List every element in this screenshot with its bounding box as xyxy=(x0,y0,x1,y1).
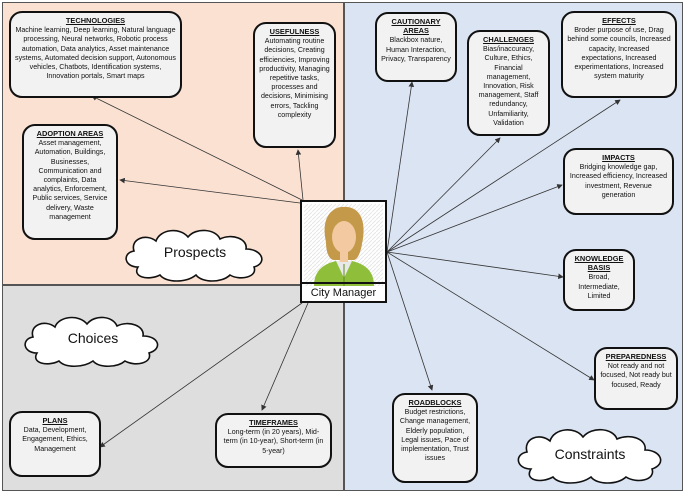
knowledge-basis-body: Broad, Intermediate, Limited xyxy=(578,273,620,300)
link-preparedness xyxy=(386,251,595,381)
plans-box: PLANS Data, Development, Engagement, Eth… xyxy=(9,411,101,477)
knowledge-basis-title: KNOWLEDGE BASIS xyxy=(574,254,624,273)
link-knowledge xyxy=(386,251,564,280)
link-cautionary xyxy=(386,81,415,253)
technologies-box: TECHNOLOGIES Machine learning, Deep lear… xyxy=(9,11,182,98)
link-timeframes xyxy=(261,302,309,411)
technologies-body: Machine learning, Deep learning, Natural… xyxy=(15,26,176,81)
city-manager-label: City Manager xyxy=(310,287,377,299)
link-usefulness xyxy=(295,149,304,201)
knowledge-basis-box: KNOWLEDGE BASIS Broad, Intermediate, Lim… xyxy=(563,249,635,311)
adoption-areas-body: Asset management, Automation, Buildings,… xyxy=(32,139,108,221)
preparedness-box: PREPAREDNESS Not ready and not focused, … xyxy=(594,347,678,410)
choices-cloud-icon xyxy=(24,316,159,368)
preparedness-body: Not ready and not focused, Not ready but… xyxy=(600,362,672,389)
cautionary-areas-title: CAUTIONARY AREAS xyxy=(391,17,441,36)
link-plans xyxy=(99,302,303,448)
constraints-label: Constraints xyxy=(554,446,626,462)
adoption-areas-box: ADOPTION AREAS Asset management, Automat… xyxy=(22,124,118,240)
challenges-title: CHALLENGES xyxy=(483,35,534,44)
cautionary-areas-box: CAUTIONARY AREAS Blackbox nature, Human … xyxy=(375,12,457,82)
roadblocks-body: Budget restrictions, Change management, … xyxy=(399,408,471,463)
challenges-body: Bias/inaccuracy, Culture, Ethics, Financ… xyxy=(478,45,539,127)
prospects-cloud-icon xyxy=(125,229,263,282)
impacts-box: IMPACTS Bridging knowledge gap, Increase… xyxy=(563,148,674,215)
city-manager-node: City Manager xyxy=(300,200,387,303)
impacts-title: IMPACTS xyxy=(602,153,635,162)
prospects-label: Prospects xyxy=(163,244,227,260)
link-roadblocks xyxy=(386,251,434,391)
effects-body: Broder purpose of use, Drag behind some … xyxy=(567,26,671,81)
effects-title: EFFECTS xyxy=(602,16,636,25)
usefulness-title: USEFULNESS xyxy=(269,27,320,36)
usefulness-box: USEFULNESS Automating routine decisions,… xyxy=(253,22,336,148)
challenges-box: CHALLENGES Bias/inaccuracy, Culture, Eth… xyxy=(467,30,550,136)
link-technologies xyxy=(91,95,303,201)
city-manager-avatar-icon xyxy=(304,204,383,286)
plans-title: PLANS xyxy=(42,416,68,425)
city-manager-separator xyxy=(302,282,385,284)
roadblocks-title: ROADBLOCKS xyxy=(408,398,462,407)
preparedness-title: PREPAREDNESS xyxy=(605,352,667,361)
choices-label: Choices xyxy=(67,330,119,346)
plans-body: Data, Development, Engagement, Ethics, M… xyxy=(22,426,88,453)
cautionary-areas-body: Blackbox nature, Human Interaction, Priv… xyxy=(381,36,451,63)
link-challenges xyxy=(386,137,501,253)
link-effects xyxy=(386,99,621,253)
timeframes-body: Long-term (in 20 years), Mid-term (in 10… xyxy=(223,428,324,455)
technologies-title: TECHNOLOGIES xyxy=(65,16,126,25)
adoption-areas-title: ADOPTION AREAS xyxy=(36,129,104,138)
impacts-body: Bridging knowledge gap, Increased effici… xyxy=(569,163,668,199)
constraints-cloud-icon xyxy=(517,428,662,484)
timeframes-box: TIMEFRAMES Long-term (in 20 years), Mid-… xyxy=(215,413,332,468)
effects-box: EFFECTS Broder purpose of use, Drag behi… xyxy=(561,11,677,98)
link-impacts xyxy=(386,184,563,253)
usefulness-body: Automating routine decisions, Creating e… xyxy=(259,37,330,119)
link-adoption xyxy=(119,177,301,204)
timeframes-title: TIMEFRAMES xyxy=(249,418,298,427)
roadblocks-box: ROADBLOCKS Budget restrictions, Change m… xyxy=(392,393,478,483)
